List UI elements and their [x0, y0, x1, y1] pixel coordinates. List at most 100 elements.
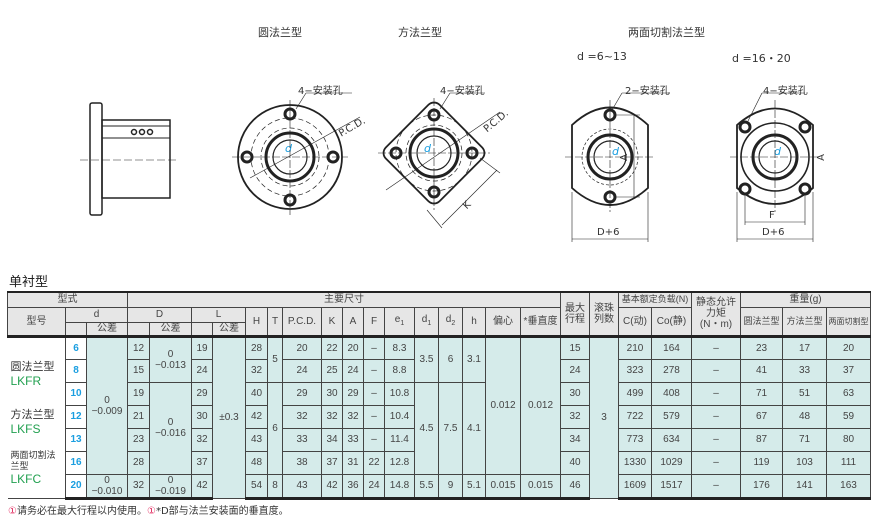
cell-H: 40 [245, 381, 268, 406]
cell-e1: 14.8 [384, 473, 415, 500]
w-square-header: 方法兰型 [782, 306, 827, 338]
footer-notes: ①请务必在最大行程以内使用。①*D部与法兰安装面的垂直度。 [8, 506, 289, 518]
cell-w_square: 71 [782, 427, 827, 452]
cell-moment: – [691, 404, 741, 429]
cut-large-d6-label: D+6 [762, 227, 785, 238]
w-cut-header: 两面切割型 [826, 306, 871, 338]
K-header: K [321, 306, 343, 338]
square-d-label: d [424, 142, 431, 155]
cell-Co: 278 [651, 358, 692, 383]
cell-e1: 11.4 [384, 427, 415, 452]
cell-value: 7.5 [443, 422, 458, 434]
L-tol-header: 公差 [212, 321, 246, 338]
cell-stroke: 46 [560, 473, 590, 500]
cut-small-holes-label: 2−安装孔 [625, 86, 670, 97]
cell-D: 21 [127, 404, 150, 429]
cell-d1: 3.5 [414, 335, 439, 383]
cell-Co: 634 [651, 427, 692, 452]
cell-K: 42 [321, 473, 343, 500]
cell-PCD: 32 [282, 404, 322, 429]
cell-H: 42 [245, 404, 268, 429]
C-header: C(动) [618, 306, 652, 338]
cell-value: 0.015 [490, 480, 516, 491]
w-round-header: 圆法兰型 [740, 306, 783, 338]
side-view [80, 102, 178, 216]
moment-label: 静态允许力矩 [696, 297, 736, 320]
cell-stroke: 32 [560, 404, 590, 429]
d2-header: d2 [438, 306, 463, 338]
cell-h: 5.1 [462, 473, 486, 500]
cell-C: 323 [618, 358, 652, 383]
cell-H: 48 [245, 450, 268, 475]
d2-label: d [445, 313, 452, 325]
L-header: L [191, 306, 246, 323]
cell-moment: – [691, 381, 741, 406]
cell-e1: 8.3 [384, 335, 415, 360]
d2-sub: 2 [451, 319, 456, 327]
cell-PCD: 38 [282, 450, 322, 475]
cell-value: 6 [272, 422, 278, 434]
cell-PCD: 29 [282, 381, 322, 406]
cell-Co: 164 [651, 335, 692, 360]
cut-large-f-label: F [769, 210, 775, 221]
cell-d: 20 [65, 473, 87, 500]
cut-small-d-label: d [612, 145, 619, 158]
cell-value: 3.5 [419, 354, 434, 365]
cell-value: −0.009 [91, 405, 123, 417]
cell-D_tol: 0−0.019 [149, 473, 192, 500]
cell-d2: 9 [438, 473, 463, 500]
technical-drawings [80, 92, 820, 242]
square-flange-view [378, 92, 501, 229]
cell-moment: – [691, 358, 741, 383]
cell-value: −0.013 [155, 359, 186, 371]
cell-w_square: 141 [782, 473, 827, 500]
balls-header: 滚珠列数 [589, 291, 619, 338]
cell-PCD: 33 [282, 427, 322, 452]
h-header: h [462, 306, 486, 338]
cell-w_cut: 20 [826, 335, 871, 360]
cell-D: 15 [127, 358, 150, 383]
cell-ecc: 0.015 [485, 473, 521, 500]
cell-value: 0 [104, 394, 110, 406]
cell-w_cut: 111 [826, 450, 871, 475]
cell-e1: 10.4 [384, 404, 415, 429]
cell-A: 24 [342, 358, 364, 383]
cell-L: 30 [191, 404, 213, 429]
cell-stroke: 40 [560, 450, 590, 475]
H-header: H [245, 306, 268, 338]
main-dims-header: 主要尺寸 [127, 291, 561, 308]
cut-large-holes-label: 4−安装孔 [763, 86, 808, 97]
cell-D: 32 [127, 473, 150, 500]
cell-A: 29 [342, 381, 364, 406]
cell-w_round: 176 [740, 473, 783, 500]
round-flange-title: 圆法兰型 [258, 26, 302, 39]
cell-moment: – [691, 473, 741, 500]
cell-PCD: 24 [282, 358, 322, 383]
e1-label: e [394, 313, 401, 325]
cell-e1: 8.8 [384, 358, 415, 383]
spec-table: 型式 主要尺寸 最大行程 滚珠列数 基本额定负载(N) 静态允许力矩(N・m) … [7, 291, 871, 500]
weight-header: 重量(g) [740, 291, 871, 308]
cell-w_round: 119 [740, 450, 783, 475]
cell-w_cut: 63 [826, 381, 871, 406]
cell-L: 32 [191, 427, 213, 452]
cell-w_cut: 80 [826, 427, 871, 452]
cell-ecc: 0.012 [485, 335, 521, 475]
cell-value: 8 [272, 480, 278, 491]
d1-sub: 1 [427, 319, 432, 327]
cell-d: 10 [65, 381, 87, 406]
cell-d2: 7.5 [438, 381, 463, 475]
cell-F: – [363, 427, 385, 452]
cut-large-d-label: d [774, 145, 781, 158]
Co-header: Co(静) [651, 306, 692, 338]
cell-K: 37 [321, 450, 343, 475]
cell-value: 0.012 [490, 400, 516, 411]
cell-C: 1330 [618, 450, 652, 475]
D-tol-header: 公差 [149, 321, 192, 338]
cell-F: – [363, 381, 385, 406]
cell-Co: 579 [651, 404, 692, 429]
e1-header: e1 [384, 306, 415, 338]
